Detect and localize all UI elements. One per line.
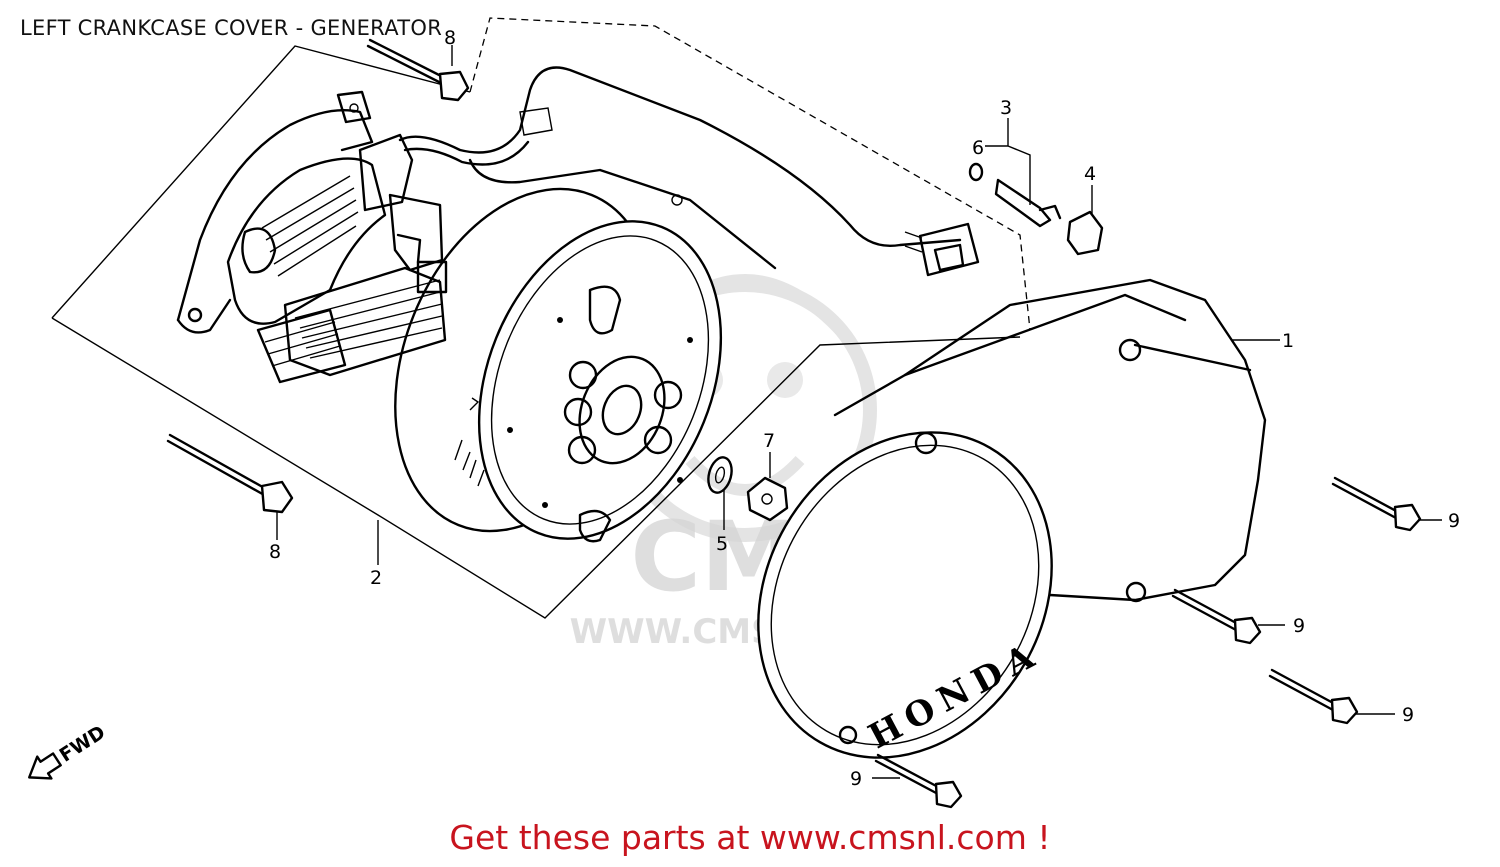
footer-promo-link[interactable]: Get these parts at www.cmsnl.com !: [449, 818, 1051, 857]
cap-4: [1066, 210, 1104, 256]
part-label-2: 2: [370, 567, 382, 589]
stator-assembly: [176, 90, 448, 384]
bolt-8-top: [366, 38, 470, 102]
nut-7: [746, 476, 789, 522]
wire-harness: [398, 66, 980, 277]
diagram-title: LEFT CRANKCASE COVER - GENERATOR: [20, 16, 443, 40]
part-number-labels: 8 3 6 4 1 7 9 5 8 2 9 9 9: [269, 27, 1460, 790]
leader-lines: [276, 45, 1442, 779]
bolt-8-left: [166, 433, 294, 514]
part-label-9-a: 9: [1448, 510, 1460, 532]
fwd-direction-icon: FWD: [28, 721, 110, 780]
part-label-1: 1: [1282, 330, 1294, 352]
part-label-9-b: 9: [1293, 615, 1305, 637]
flywheel-rotor: [394, 187, 723, 543]
bolt-9-d: [874, 753, 963, 809]
bolt-9-c: [1268, 668, 1359, 725]
part-label-8-left: 8: [269, 541, 281, 563]
part-label-4: 4: [1084, 163, 1096, 185]
part-label-6: 6: [972, 137, 984, 159]
part-label-9-d: 9: [850, 768, 862, 790]
fwd-label: FWD: [56, 721, 110, 767]
bolt-9-a: [1331, 476, 1422, 532]
part-label-9-c: 9: [1402, 704, 1414, 726]
shaft-3-and-clip-6: [968, 162, 1062, 228]
part-label-3: 3: [1000, 97, 1012, 119]
group-outline-stator-rotor: [51, 17, 1031, 619]
part-label-7: 7: [763, 430, 775, 452]
part-label-5: 5: [716, 533, 728, 555]
bolt-9-b: [1171, 588, 1262, 645]
crankcase-cover: HONDA: [757, 278, 1267, 759]
washer-5: [707, 456, 733, 494]
part-label-8-top: 8: [444, 27, 456, 49]
